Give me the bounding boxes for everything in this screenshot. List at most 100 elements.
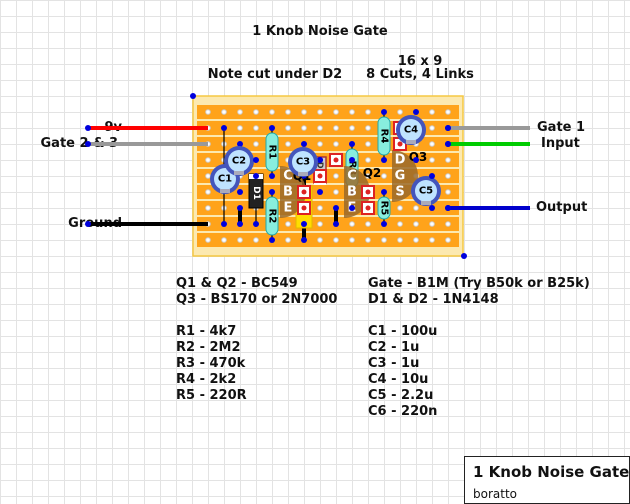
hole: [429, 237, 435, 243]
hole: [365, 221, 371, 227]
title-block-title: 1 Knob Noise Gate: [473, 463, 630, 481]
hole: [333, 141, 339, 147]
capacitor-label: C3: [296, 157, 310, 168]
hole: [445, 109, 451, 115]
copper-strip: [197, 105, 459, 119]
part-line: R1 - 4k7: [176, 324, 237, 339]
hole: [221, 109, 227, 115]
hole: [397, 237, 403, 243]
hole: [397, 205, 403, 211]
solder-node: [349, 141, 355, 147]
hole: [349, 109, 355, 115]
capacitor-body: [228, 150, 250, 172]
solder-node: [253, 173, 259, 179]
solder-node: [413, 109, 419, 115]
wire-end-node: [85, 141, 91, 147]
capacitor-label: C4: [404, 125, 418, 136]
solder-node: [381, 157, 387, 163]
capacitor-body: [415, 180, 437, 202]
part-line: D1 & D2 - 1N4148: [368, 292, 499, 307]
solder-node: [301, 221, 307, 227]
copper-strip: [197, 217, 459, 231]
hole: [205, 157, 211, 163]
hole: [365, 173, 371, 179]
part-line: R5 - 220R: [176, 388, 247, 403]
hole: [205, 109, 211, 115]
hole: [333, 125, 339, 131]
transistor-pin-s: S: [395, 185, 404, 200]
resistor-r4: [377, 116, 391, 156]
resistor-label: R5: [379, 201, 390, 216]
part-line: C1 - 100u: [368, 324, 438, 339]
hole: [429, 221, 435, 227]
solder-node: [269, 173, 275, 179]
hole: [365, 125, 371, 131]
transistor-pin-b: B: [347, 185, 357, 200]
resistor-r2: [265, 196, 279, 236]
label-gate-1: Gate 1: [537, 120, 586, 135]
part-line: [368, 308, 590, 324]
part-line: Q1 & Q2 - BC549: [176, 276, 298, 291]
hole: [237, 125, 243, 131]
solder-node: [381, 109, 387, 115]
solder-node: [317, 157, 323, 163]
hole: [397, 221, 403, 227]
hole: [205, 237, 211, 243]
part-line: C2 - 1u: [368, 340, 420, 355]
part-line: [176, 308, 337, 324]
resistor-label: R4: [379, 129, 390, 144]
hole: [333, 237, 339, 243]
board-size: 16 x 9: [397, 54, 443, 69]
solder-node: [413, 157, 419, 163]
hole: [381, 173, 387, 179]
solder-node: [253, 221, 259, 227]
cut-mark: [301, 189, 307, 195]
hole: [445, 157, 451, 163]
hole: [285, 125, 291, 131]
hole: [237, 237, 243, 243]
hole: [285, 221, 291, 227]
diagram-title: 1 Knob Noise Gate: [252, 24, 388, 39]
solder-node: [237, 141, 243, 147]
solder-node: [221, 221, 227, 227]
label-output: Output: [536, 200, 588, 215]
solder-node: [317, 189, 323, 195]
parts-list-left: Q1 & Q2 - BC549 Q3 - BS170 or 2N7000 R1 …: [176, 276, 337, 404]
hole: [253, 237, 259, 243]
title-block: 1 Knob Noise Gate boratto: [464, 456, 630, 504]
hole: [253, 141, 259, 147]
part-line: C3 - 1u: [368, 356, 420, 371]
hole: [221, 237, 227, 243]
capacitor-stripe: [298, 172, 308, 176]
hole: [349, 237, 355, 243]
hole: [301, 109, 307, 115]
hole: [429, 157, 435, 163]
hole: [381, 237, 387, 243]
part-line: R4 - 2k2: [176, 372, 237, 387]
hole: [317, 109, 323, 115]
capacitor-label: C1: [218, 174, 232, 185]
capacitor-body: [214, 168, 236, 190]
solder-node: [381, 221, 387, 227]
cuts-links-text: 8 Cuts, 4 Links: [366, 67, 474, 82]
hole: [205, 205, 211, 211]
part-line: C5 - 2.2u: [368, 388, 434, 403]
transistor-pin-d: D: [395, 153, 406, 168]
cut-mark: [301, 205, 307, 211]
capacitor-stripe: [406, 140, 416, 144]
hole: [285, 237, 291, 243]
hole: [349, 221, 355, 227]
hole: [445, 221, 451, 227]
solder-node: [269, 237, 275, 243]
hole: [349, 125, 355, 131]
note-text: Note cut under D2: [207, 67, 343, 82]
hole: [317, 221, 323, 227]
corner-marker: [461, 253, 467, 259]
capacitor-body: [400, 119, 422, 141]
hole: [365, 141, 371, 147]
hole: [285, 109, 291, 115]
solder-node: [253, 157, 259, 163]
part-line: Q3 - BS170 or 2N7000: [176, 292, 338, 307]
solder-node: [237, 221, 243, 227]
hole: [413, 205, 419, 211]
